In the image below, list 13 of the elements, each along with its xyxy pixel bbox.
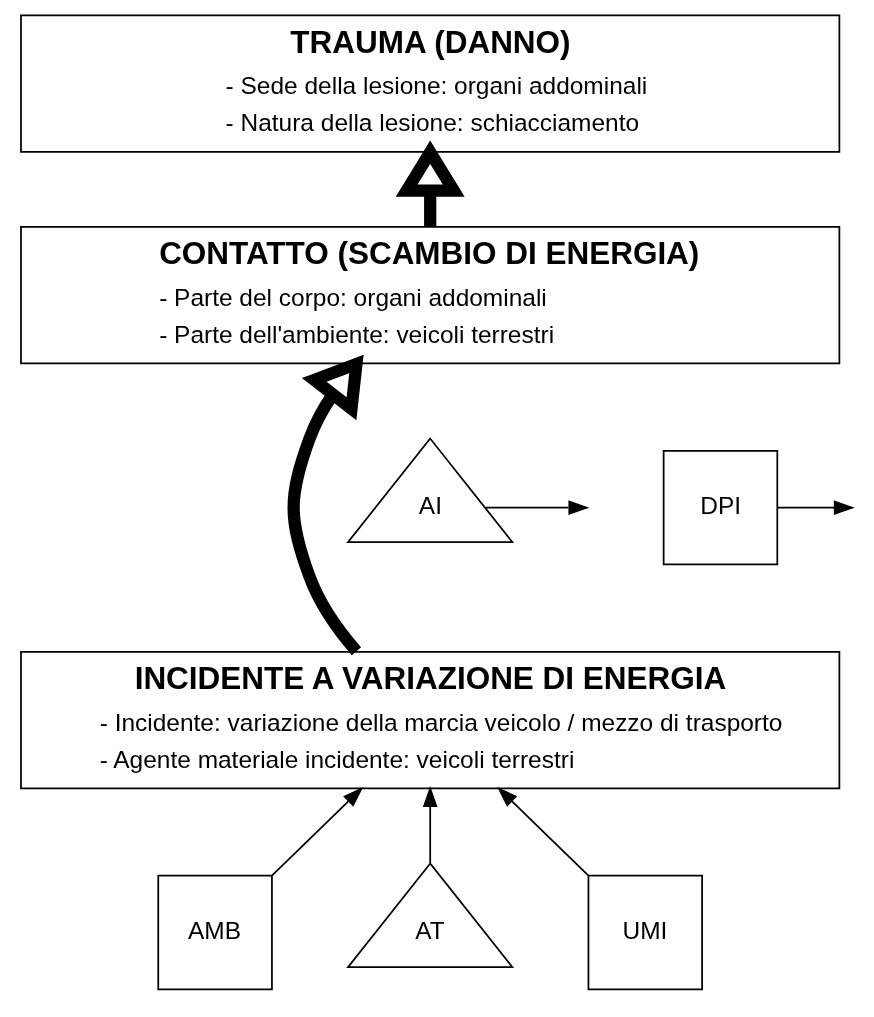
- arrow: [422, 786, 438, 864]
- arrow: [270, 786, 363, 877]
- node-box: CONTATTO (SCAMBIO DI ENERGIA) - Parte del corpo: organi addominali - Parte dell'ambiente: veicoli terrestri: [19, 226, 840, 365]
- arrow: [484, 500, 589, 515]
- node-box: INCIDENTE A VARIAZIONE DI ENERGIA - Incidente: variazione della marcia veicolo / mezzo di trasporto - Agente materiale incidente: veicoli terrestri: [19, 651, 840, 790]
- node-box: TRAUMA (DANNO) - Sede della lesione: organi addominali - Natura della lesione: schiacciamento: [19, 14, 840, 153]
- arrow: [287, 354, 364, 656]
- node-box: UMI: [587, 874, 703, 991]
- arrow: [395, 140, 465, 227]
- arrow: [776, 500, 855, 515]
- node-box: AMB: [156, 874, 273, 991]
- arrow: [496, 786, 589, 877]
- node-box: DPI: [662, 449, 778, 566]
